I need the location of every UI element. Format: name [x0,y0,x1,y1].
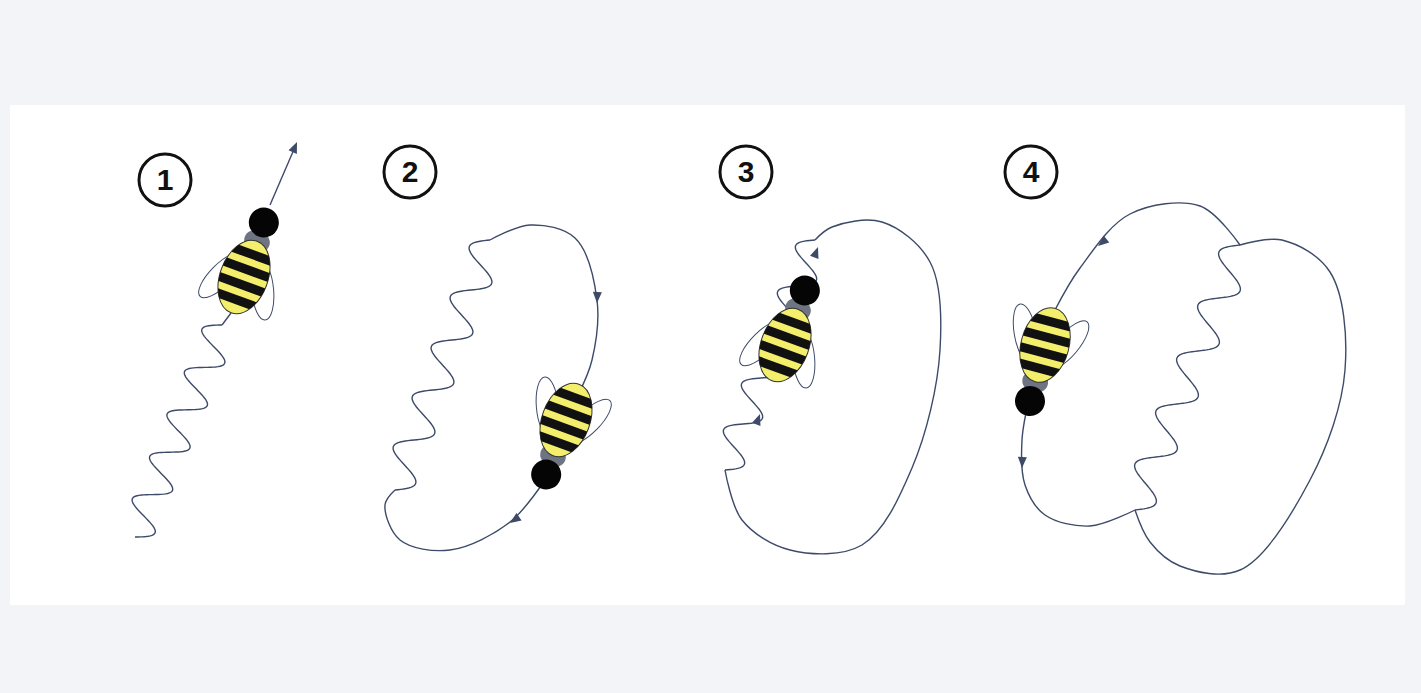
waggle-run [393,240,492,490]
return-loop [490,225,598,395]
circle-outline [1005,146,1057,198]
panel-number: 2 [382,144,438,200]
callout-number: 4 [1023,157,1040,187]
waggle-run [1135,245,1241,510]
circle-outline [384,146,436,198]
bee-stripe [747,353,806,382]
arrow-head [289,140,302,154]
circle-outline [139,154,191,206]
panel-number: 4 [1003,144,1059,200]
return-loop [725,220,941,554]
callout-number: 2 [402,157,419,187]
bee-stripe [544,383,603,412]
panel-number: 3 [718,144,774,200]
arrow-head [752,412,764,425]
bee-body [530,376,601,464]
bee-body [749,301,820,389]
panel-number: 1 [137,152,193,208]
arrow-head [1018,457,1027,468]
direction-line [270,147,295,205]
arrow-head [1095,235,1109,249]
bee-figure [499,369,621,504]
return-loop [1055,203,1240,310]
return-loop [1135,239,1346,574]
waggle-run [222,313,231,325]
bee-head [245,203,283,241]
bee-stripe [1021,310,1081,334]
bee-head [786,271,824,309]
bee-head [527,455,565,493]
arrow-head [507,513,521,527]
return-loop [385,480,545,551]
callout-number: 3 [738,157,755,187]
arrow-head [593,292,602,303]
bee-figure [983,297,1098,427]
circle-outline [720,146,772,198]
callout-number: 1 [157,165,174,195]
bee-figure [189,193,311,328]
bee-head [1012,383,1049,420]
arrow-head [810,245,822,258]
bee-figure [730,261,852,396]
bee-stripe [206,285,265,314]
waggle-run [132,325,225,537]
panel-ground [10,105,1405,605]
bee-body [1012,302,1078,388]
bee-body [208,233,279,321]
return-loop [1021,395,1135,526]
